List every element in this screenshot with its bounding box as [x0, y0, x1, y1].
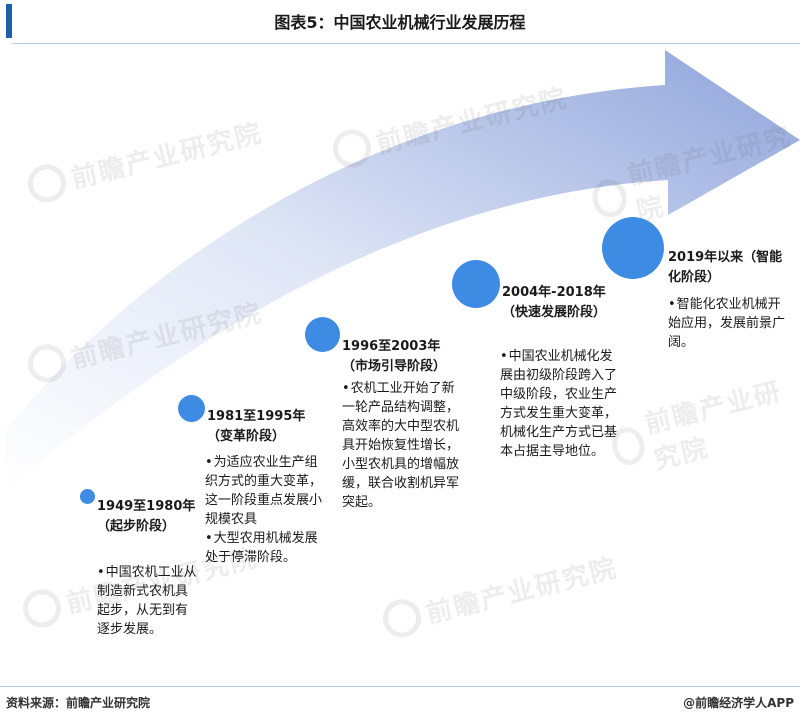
timeline-diagram: 前瞻产业研究院 前瞻产业研究院 前瞻产业研究院 前瞻产业研究院 前瞻产业研究院 … — [0, 45, 800, 685]
header-accent-bar — [6, 4, 12, 38]
source-note: 资料来源：前瞻产业研究院 — [6, 696, 151, 710]
stage-2-dot — [178, 395, 205, 422]
growth-arrow — [6, 50, 800, 490]
stage-5-description: 智能化农业机械开始应用，发展前景广阔。 — [668, 295, 790, 352]
stage-5-title: 2019年以来（智能化阶段） — [668, 250, 783, 285]
stage-2-title: 1981至1995年（变革阶段） — [207, 409, 306, 444]
stage-3-description: 农机工业开始了新一轮产品结构调整，高效率的大中型农机具开始恢复性增长，小型农机具… — [342, 379, 460, 512]
stage-1-description: 中国农机工业从制造新式农机具起步，从无到有逐步发展。 — [97, 563, 197, 639]
footer-divider — [0, 686, 800, 687]
stage-4-dot — [452, 260, 500, 308]
stage-3-item: 农机工业开始了新一轮产品结构调整，高效率的大中型农机具开始恢复性增长，小型农机具… — [342, 379, 460, 512]
stage-4-item: 中国农业机械化发展由初级阶段跨入了中级阶段，农业生产方式发生重大变革，机械化生产… — [500, 347, 618, 461]
stage-1-title: 1949至1980年（起步阶段） — [97, 499, 196, 534]
stage-4-title: 2004年-2018年（快速发展阶段） — [502, 285, 607, 320]
header-divider — [12, 43, 800, 44]
stage-3-dot — [305, 317, 340, 352]
stage-3-title: 1996至2003年（市场引导阶段） — [342, 339, 447, 374]
stage-2-description: 为适应农业生产组织方式的重大变革，这一阶段重点发展小规模农具 大型农用机械发展处… — [205, 453, 323, 567]
stage-5-dot — [602, 217, 664, 279]
stage-2-item: 为适应农业生产组织方式的重大变革，这一阶段重点发展小规模农具 — [205, 453, 323, 529]
header: 图表5：中国农业机械行业发展历程 — [0, 0, 800, 44]
stage-4-description: 中国农业机械化发展由初级阶段跨入了中级阶段，农业生产方式发生重大变革，机械化生产… — [500, 347, 618, 461]
stage-2-item: 大型农用机械发展处于停滞阶段。 — [205, 529, 323, 567]
brand-credit: @前瞻经济学人APP — [683, 696, 794, 710]
stage-1-dot — [80, 489, 95, 504]
stage-1-item: 中国农机工业从制造新式农机具起步，从无到有逐步发展。 — [97, 563, 197, 639]
arrow-shape — [6, 50, 800, 490]
page-title: 图表5：中国农业机械行业发展历程 — [274, 13, 526, 32]
stage-5-item: 智能化农业机械开始应用，发展前景广阔。 — [668, 295, 790, 352]
